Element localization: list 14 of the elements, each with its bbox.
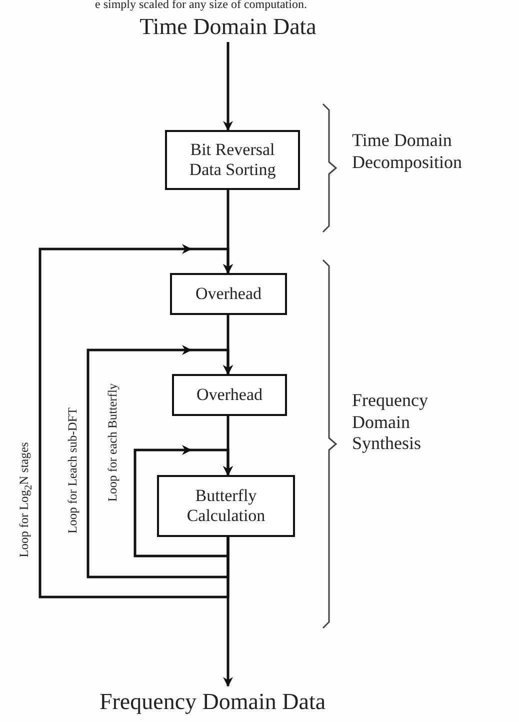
- edge-label: Loop for each Butterfly: [106, 382, 121, 502]
- brace-label: Time Domain Decomposition: [352, 130, 462, 174]
- edge-label: Loop for Leach sub-DFT: [66, 407, 80, 533]
- loop-arrow: [134, 445, 233, 558]
- process-box: Overhead: [172, 374, 287, 416]
- loop-arrow: [38, 244, 233, 598]
- data-label: Time Domain Data: [140, 14, 316, 40]
- loop-arrow: [86, 345, 233, 578]
- brace-label: Frequency Domain Synthesis: [352, 390, 428, 455]
- process-box: Bit Reversal Data Sorting: [165, 130, 300, 190]
- process-box: Butterfly Calculation: [157, 475, 295, 537]
- process-box: Overhead: [170, 273, 287, 315]
- flow-arrow: [223, 42, 233, 131]
- data-label: Frequency Domain Data: [99, 689, 326, 715]
